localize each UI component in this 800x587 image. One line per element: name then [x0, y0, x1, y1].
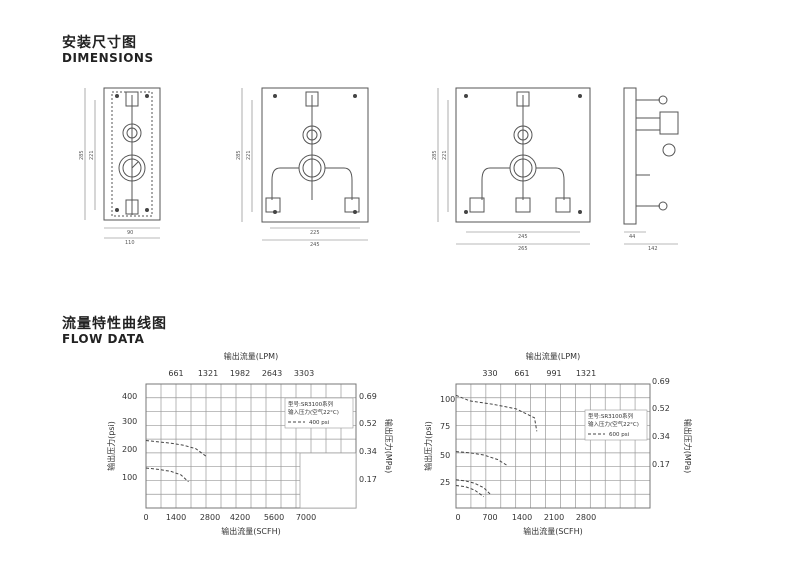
x2-axis-label: 输出流量(LPM): [526, 351, 580, 361]
x2-tick-label: 1321: [198, 369, 218, 378]
panel-outline: [261, 87, 369, 223]
legend-box: [584, 409, 648, 441]
dimensions-title-en: DIMENSIONS: [62, 51, 154, 65]
dim-label: 285: [236, 150, 242, 160]
dim-label: 142: [648, 246, 658, 252]
drawing-single-panel: 285 221 90 110: [79, 87, 161, 246]
y2-tick-label: 0.69: [359, 392, 377, 401]
x-tick-label: 0: [455, 513, 460, 522]
dim-label: 245: [310, 242, 320, 248]
x-tick-label: 5600: [264, 513, 284, 522]
legend-series: 600 psi: [609, 432, 630, 438]
dim-label: 110: [125, 240, 135, 246]
gauge-icon: [302, 125, 322, 145]
x-tick-label: 2800: [576, 513, 596, 522]
x-tick-label: 2800: [200, 513, 220, 522]
y-tick-label: 400: [122, 392, 137, 401]
y2-axis-label: 输出压力(MPa): [683, 419, 693, 474]
series-line: [455, 479, 491, 495]
chart-frame: [455, 383, 651, 509]
y-tick-label: 25: [440, 478, 450, 487]
gauge-icon: [122, 123, 142, 143]
drawing-dual-panel: 285 221 225 245: [236, 87, 369, 248]
y-tick-label: 100: [122, 473, 137, 482]
dim-label: 90: [127, 230, 133, 236]
x-axis-label: 输出流量(SCFH): [523, 526, 583, 536]
x2-tick-label: 661: [514, 369, 529, 378]
y2-tick-label: 0.52: [652, 404, 670, 413]
chart-frame: [145, 383, 357, 509]
legend-model: 型号:SR3100系列: [588, 412, 634, 420]
flow-title-en: FLOW DATA: [62, 332, 145, 346]
dim-label: 285: [79, 150, 85, 160]
panel-outline: [103, 87, 161, 221]
x2-tick-label: 1982: [230, 369, 250, 378]
flow-title-cn: 流量特性曲线图: [62, 316, 167, 332]
legend-box: [284, 397, 354, 429]
dim-label: 225: [310, 230, 320, 236]
y-tick-label: 300: [122, 417, 137, 426]
series-line: [145, 467, 189, 483]
dim-label: 265: [518, 246, 528, 252]
dim-label: 285: [432, 150, 438, 160]
gauge-icon: [513, 125, 533, 145]
legend-model: 型号:SR3100系列: [288, 400, 334, 408]
y2-tick-label: 0.52: [359, 419, 377, 428]
panel-outline: [455, 87, 591, 223]
series-line: [455, 451, 508, 466]
x-tick-label: 2100: [544, 513, 564, 522]
dim-label: 245: [518, 234, 528, 240]
y2-tick-label: 0.34: [652, 432, 670, 441]
dim-label: 44: [629, 234, 635, 240]
y2-axis-label: 输出压力(MPa): [384, 419, 394, 474]
legend-inlet: 输入压力(空气22°C): [288, 408, 339, 416]
dim-label: 221: [246, 150, 252, 160]
drawing-dual-panel-wide: 285 221 245 265: [432, 87, 591, 252]
y-tick-label: 100: [440, 395, 455, 404]
y2-tick-label: 0.17: [359, 475, 377, 484]
y2-tick-label: 0.69: [652, 377, 670, 386]
dim-label: 221: [442, 150, 448, 160]
x2-tick-label: 2643: [262, 369, 282, 378]
dim-label: 221: [89, 150, 95, 160]
x2-tick-label: 661: [168, 369, 183, 378]
gauge-icon: [118, 154, 146, 182]
y-tick-label: 75: [440, 422, 450, 431]
y-tick-label: 200: [122, 445, 137, 454]
y-tick-label: 50: [440, 451, 450, 460]
x-tick-label: 0: [143, 513, 148, 522]
panel-outline: [623, 87, 637, 225]
series-line: [455, 394, 538, 432]
x2-tick-label: 991: [546, 369, 561, 378]
legend-series: 400 psi: [309, 420, 330, 426]
x-tick-label: 1400: [512, 513, 532, 522]
x-tick-label: 700: [482, 513, 497, 522]
series-line: [455, 485, 484, 498]
x-tick-label: 1400: [166, 513, 186, 522]
series-line: [145, 440, 207, 457]
x-tick-label: 4200: [230, 513, 250, 522]
y-axis-label: 输出压力(psi): [423, 421, 433, 471]
y-axis-label: 输出压力(psi): [106, 421, 116, 471]
x-axis-label: 输出流量(SCFH): [221, 526, 281, 536]
x2-axis-label: 输出流量(LPM): [224, 351, 278, 361]
legend-inlet: 输入压力(空气22°C): [588, 420, 639, 428]
dimensions-title-cn: 安装尺寸图: [62, 35, 137, 51]
x2-tick-label: 1321: [576, 369, 596, 378]
x2-tick-label: 3303: [294, 369, 314, 378]
y2-tick-label: 0.17: [652, 460, 670, 469]
drawing-side-view: 44 142: [623, 87, 679, 252]
y2-tick-label: 0.34: [359, 447, 377, 456]
x-tick-label: 7000: [296, 513, 316, 522]
chart-inset: [299, 452, 357, 509]
x2-tick-label: 330: [482, 369, 497, 378]
